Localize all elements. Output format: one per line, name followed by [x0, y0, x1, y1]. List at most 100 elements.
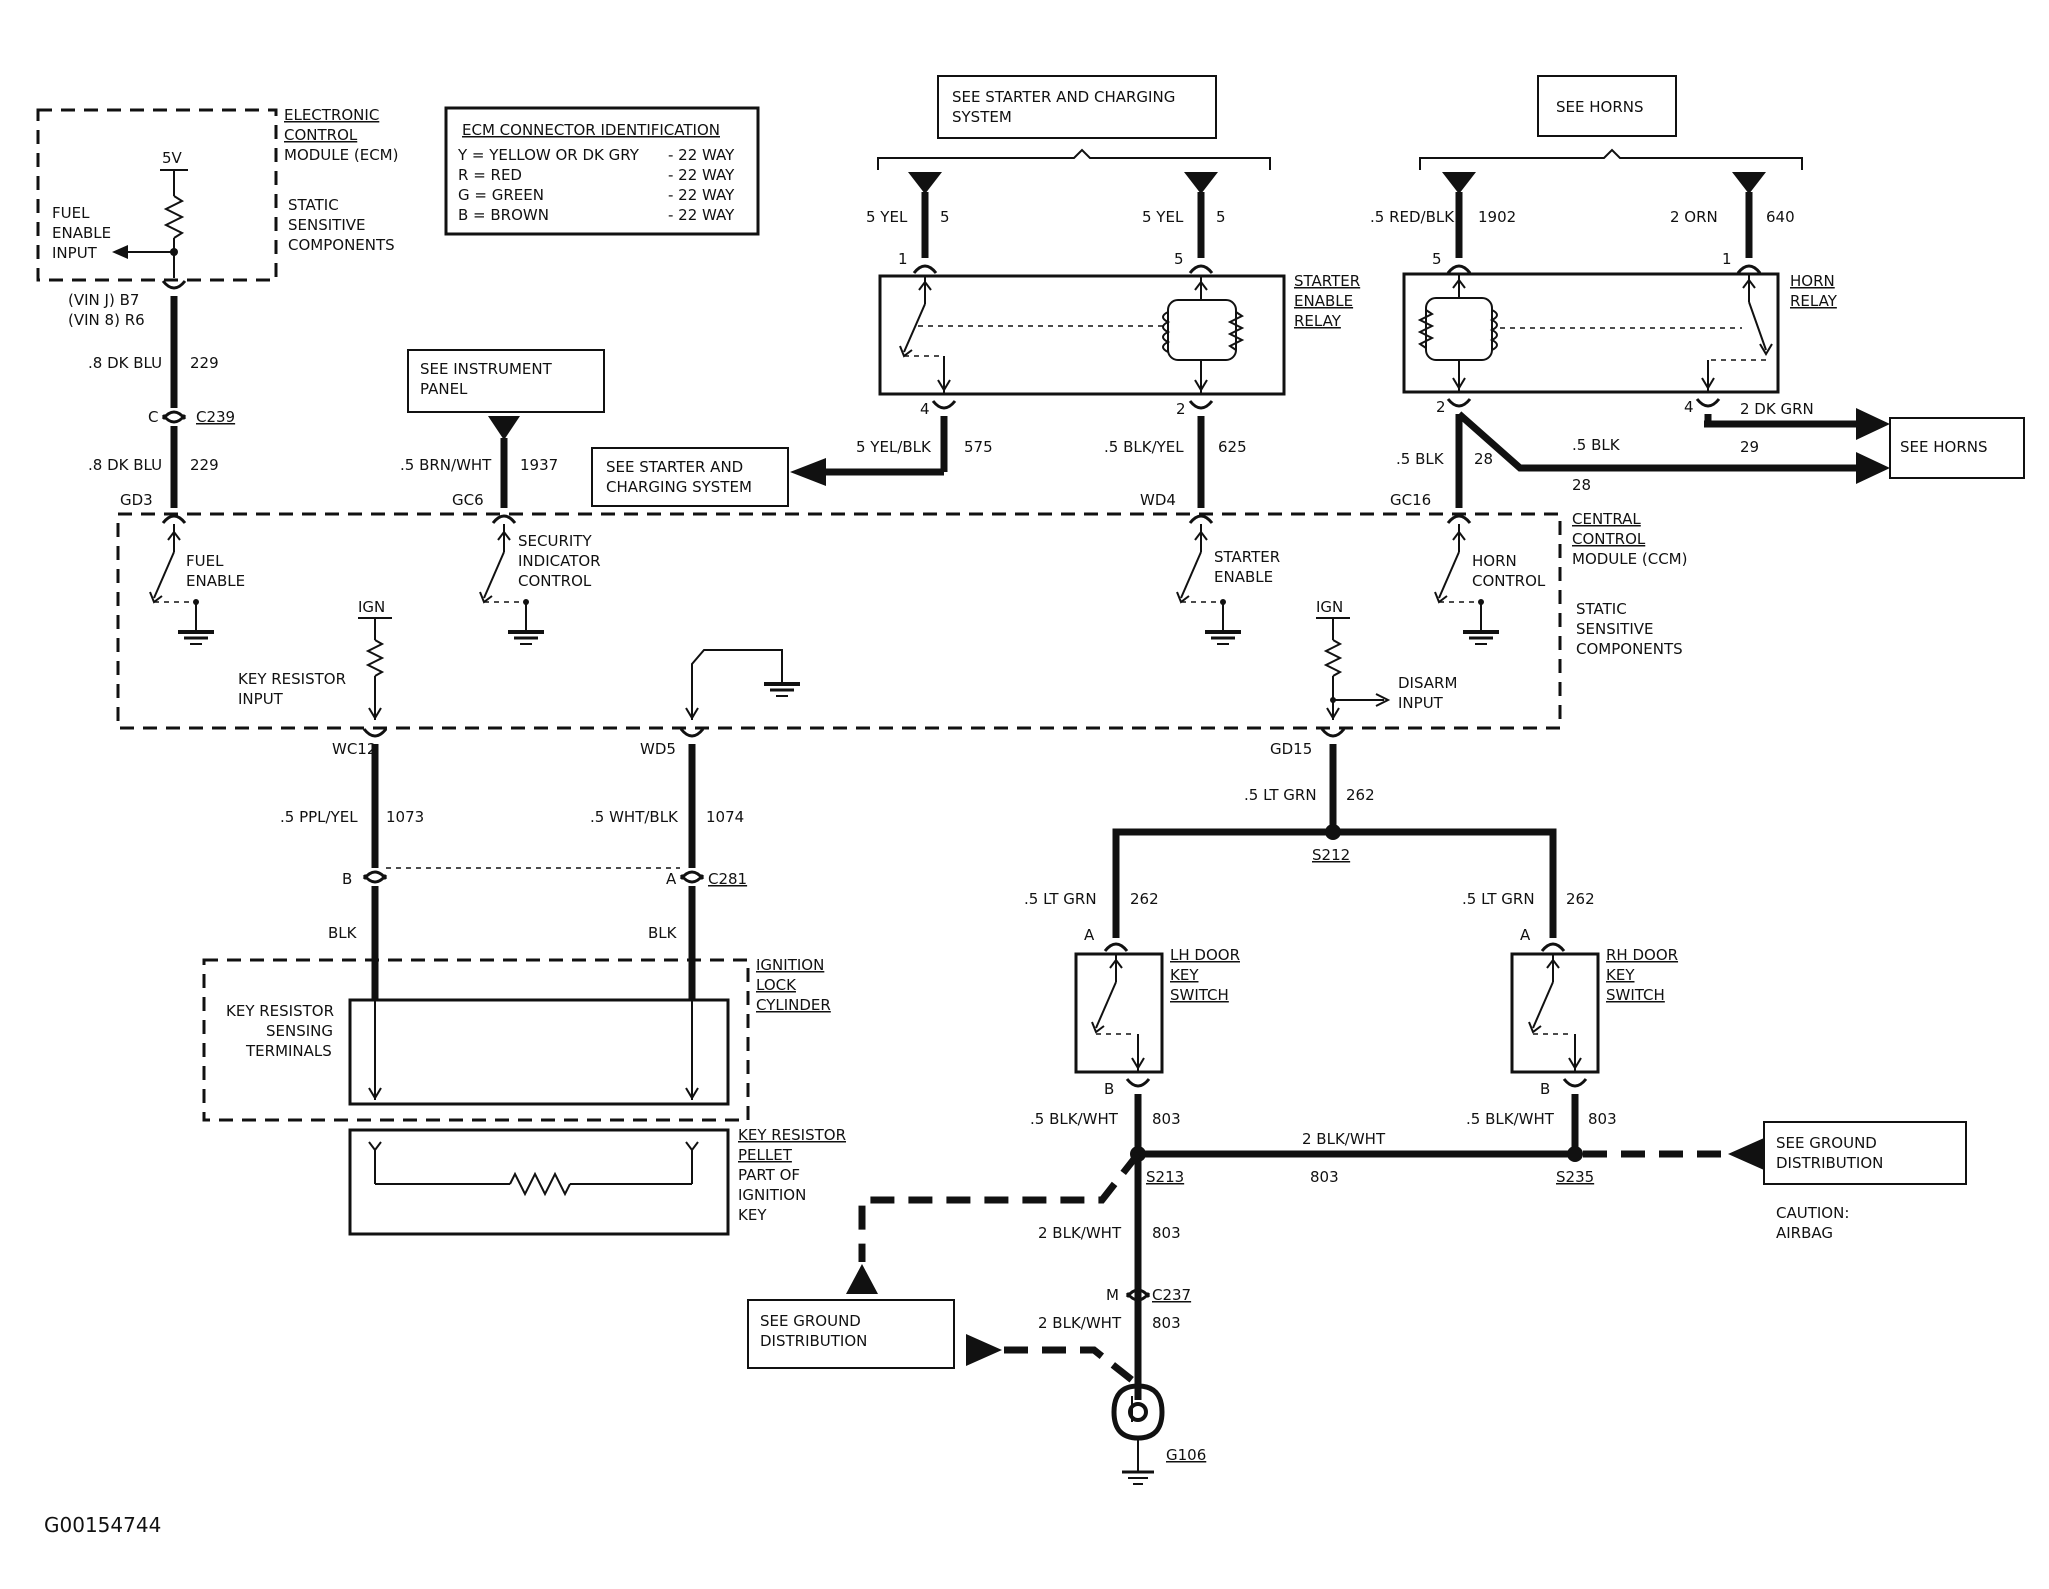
horn-branch-circuit: 28 [1572, 476, 1591, 494]
ign-wire-left-color: .5 PPL/YEL [280, 808, 358, 826]
ecm-title-1: ELECTRONIC [284, 106, 379, 124]
starter-relay-label-2: ENABLE [1294, 292, 1353, 310]
horn-in-left-pin: 5 [1432, 250, 1442, 268]
starter-ref-left-1: SEE STARTER AND [606, 458, 743, 476]
starter-in-left-pin: 1 [898, 250, 908, 268]
horns-ref-top-label: SEE HORNS [1556, 98, 1644, 116]
ground-low-wire: 2 BLK/WHT [1038, 1314, 1122, 1332]
pellet-label-3: PART OF [738, 1166, 800, 1184]
ecm-wire-upper-color: .8 DK BLU [88, 354, 162, 372]
ign-lower-left: BLK [328, 924, 358, 942]
ccm-fuel-enable-2: ENABLE [186, 572, 245, 590]
ccm-key-resistor-1: KEY RESISTOR [238, 670, 346, 688]
ccm-disarm-2: INPUT [1398, 694, 1444, 712]
instrument-panel-ref: SEE INSTRUMENT PANEL .5 BRN/WHT 1937 [400, 349, 605, 508]
lh-wire: .5 LT GRN [1024, 890, 1097, 908]
ecm-wire-229: .8 DK BLU 229 C C239 .8 DK BLU 229 [88, 296, 235, 508]
ecm-pin-vinj: (VIN J) B7 [68, 291, 139, 309]
horn-branch-wire: .5 BLK [1572, 436, 1621, 454]
caution-1: CAUTION: [1776, 1204, 1849, 1222]
legend-title: ECM CONNECTOR IDENTIFICATION [462, 121, 720, 139]
legend-row-3-ways: - 22 WAY [668, 186, 735, 204]
ccm-pin-gd3: GD3 [120, 491, 153, 509]
starter-in-left-circuit: 5 [940, 208, 950, 226]
ecm-static-3: COMPONENTS [288, 236, 395, 254]
lh-pin-b: B [1104, 1080, 1114, 1098]
sensing-label-1: KEY RESISTOR [226, 1002, 334, 1020]
instrument-ref-2: PANEL [420, 380, 468, 398]
door-feed-circuit: 262 [1346, 786, 1375, 804]
horn-out-right-wire: 2 DK GRN [1740, 400, 1814, 418]
horn-in-right-pin: 1 [1722, 250, 1732, 268]
ecm-title-3: MODULE (ECM) [284, 146, 398, 164]
ecm-static-2: SENSITIVE [288, 216, 366, 234]
sensing-label-3: TERMINALS [245, 1042, 332, 1060]
lh-out-wire: .5 BLK/WHT [1030, 1110, 1119, 1128]
c281-pin-a: A [666, 870, 677, 888]
legend-row-2-code: R = RED [458, 166, 522, 184]
ign-lower-right: BLK [648, 924, 678, 942]
ccm-pin-gd15: GD15 [1270, 740, 1312, 758]
pellet-label-5: KEY [738, 1206, 767, 1224]
ecm-fuel-input-2: ENABLE [52, 224, 111, 242]
ecm-wire-lower-color: .8 DK BLU [88, 456, 162, 474]
pellet-label-1: KEY RESISTOR [738, 1126, 846, 1144]
ecm-pin-vin8: (VIN 8) R6 [68, 311, 145, 329]
ecm-connector-legend: ECM CONNECTOR IDENTIFICATION Y = YELLOW … [444, 106, 760, 236]
horn-out-left-wire: .5 BLK [1396, 450, 1445, 468]
legend-row-1-code: Y = YELLOW OR DK GRY [457, 146, 640, 164]
starter-in-left-wire: 5 YEL [866, 208, 908, 226]
starter-relay-label-1: STARTER [1294, 272, 1360, 290]
ground-mid-circuit: 803 [1152, 1224, 1181, 1242]
ground-mid-wire: 2 BLK/WHT [1038, 1224, 1122, 1242]
ign-wire-right-circuit: 1074 [706, 808, 744, 826]
horn-in-right-wire: 2 ORN [1670, 208, 1718, 226]
ecm-fuel-input-1: FUEL [52, 204, 90, 222]
ign-wire-right-color: .5 WHT/BLK [590, 808, 679, 826]
ground-span-circuit: 803 [1310, 1168, 1339, 1186]
instrument-wire-circuit: 1937 [520, 456, 558, 474]
door-feed-wire: .5 LT GRN [1244, 786, 1317, 804]
ecm-title-2: CONTROL [284, 126, 358, 144]
legend-row-2-ways: - 22 WAY [668, 166, 735, 184]
cylinder-label-2: LOCK [756, 976, 797, 994]
c237-pin: M [1106, 1286, 1119, 1304]
instrument-wire-color: .5 BRN/WHT [400, 456, 492, 474]
lh-label-1: LH DOOR [1170, 946, 1240, 964]
starter-ref-top-2: SYSTEM [952, 108, 1012, 126]
ccm-security-1: SECURITY [518, 532, 592, 550]
lh-circuit: 262 [1130, 890, 1159, 908]
starter-out-left-wire: 5 YEL/BLK [856, 438, 932, 456]
legend-row-4-ways: - 22 WAY [668, 206, 735, 224]
ccm-security-3: CONTROL [518, 572, 592, 590]
starter-ref-left: SEE STARTER AND CHARGING SYSTEM [591, 447, 789, 507]
ground-ref-right-2: DISTRIBUTION [1776, 1154, 1883, 1172]
ecm-wire-upper-circuit: 229 [190, 354, 219, 372]
horns-ref-right: SEE HORNS [1889, 417, 2025, 479]
ccm-pin-gc16: GC16 [1390, 491, 1431, 509]
ccm-starter-enable-1: STARTER [1214, 548, 1280, 566]
starter-enable-relay: 5 YEL 5 5 YEL 5 1 5 STARTER ENABLE RELAY… [790, 172, 1360, 508]
ccm-pin-gc6: GC6 [452, 491, 484, 509]
starter-ref-top-1: SEE STARTER AND CHARGING [952, 88, 1175, 106]
cylinder-label-3: CYLINDER [756, 996, 831, 1014]
starter-out-left-pin: 4 [920, 400, 930, 418]
horns-ref-right-label: SEE HORNS [1900, 438, 1988, 456]
rh-pin-b: B [1540, 1080, 1550, 1098]
ccm-static-2: SENSITIVE [1576, 620, 1654, 638]
horn-relay: .5 RED/BLK 1902 2 ORN 640 5 1 HORN RELAY… [1370, 172, 1890, 508]
horn-relay-label-1: HORN [1790, 272, 1835, 290]
rh-label-3: SWITCH [1606, 986, 1665, 1004]
ccm-static-1: STATIC [1576, 600, 1627, 618]
horn-relay-label-2: RELAY [1790, 292, 1838, 310]
c281-pin-b: B [342, 870, 352, 888]
horn-out-left-circuit: 28 [1474, 450, 1493, 468]
c239-name: C239 [196, 408, 235, 426]
c281-name: C281 [708, 870, 747, 888]
splice-s212: S212 [1312, 846, 1350, 864]
starter-relay-label-3: RELAY [1294, 312, 1342, 330]
ccm-title-3: MODULE (CCM) [1572, 550, 1687, 568]
rh-pin-a: A [1520, 926, 1531, 944]
ccm-horn-control-2: CONTROL [1472, 572, 1546, 590]
